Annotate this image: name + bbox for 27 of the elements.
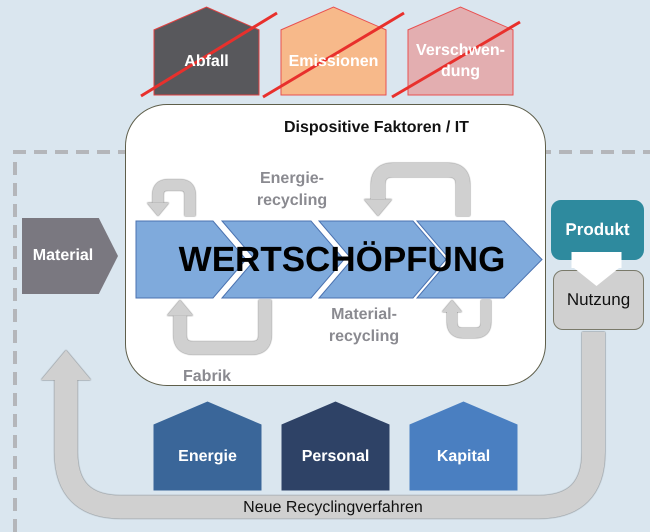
house-shape xyxy=(408,7,513,95)
u-turn-arrow xyxy=(167,300,272,354)
frame-title: Dispositive Faktoren / IT xyxy=(284,119,469,137)
house-shape xyxy=(154,402,261,490)
house-shape xyxy=(410,402,517,490)
house-label: Kapital xyxy=(436,446,490,467)
block-arrow xyxy=(572,252,622,286)
box-label: Produkt xyxy=(565,220,630,240)
factory-frame xyxy=(125,104,546,386)
rounded-box xyxy=(553,270,644,330)
block-arrow xyxy=(41,332,605,518)
recycling-label: Energie-recycling xyxy=(256,169,328,211)
rounded-box xyxy=(551,200,644,260)
frame-caption: Fabrik xyxy=(183,368,232,386)
u-turn-arrow xyxy=(364,163,470,216)
house-shape xyxy=(154,7,259,95)
material-label: Material xyxy=(32,247,94,265)
pentagon-arrow xyxy=(22,218,118,294)
house-label: Personal xyxy=(302,446,370,467)
house-label: Energie xyxy=(178,446,237,467)
u-turn-arrow xyxy=(147,180,196,216)
house-shape xyxy=(281,7,386,95)
box-label: Nutzung xyxy=(566,290,630,310)
house-shape xyxy=(282,402,389,490)
edge-label: Neue Recyclingverfahren xyxy=(243,499,423,517)
u-turn-arrow xyxy=(442,300,491,338)
recycling-label: Material-recycling xyxy=(328,305,400,347)
